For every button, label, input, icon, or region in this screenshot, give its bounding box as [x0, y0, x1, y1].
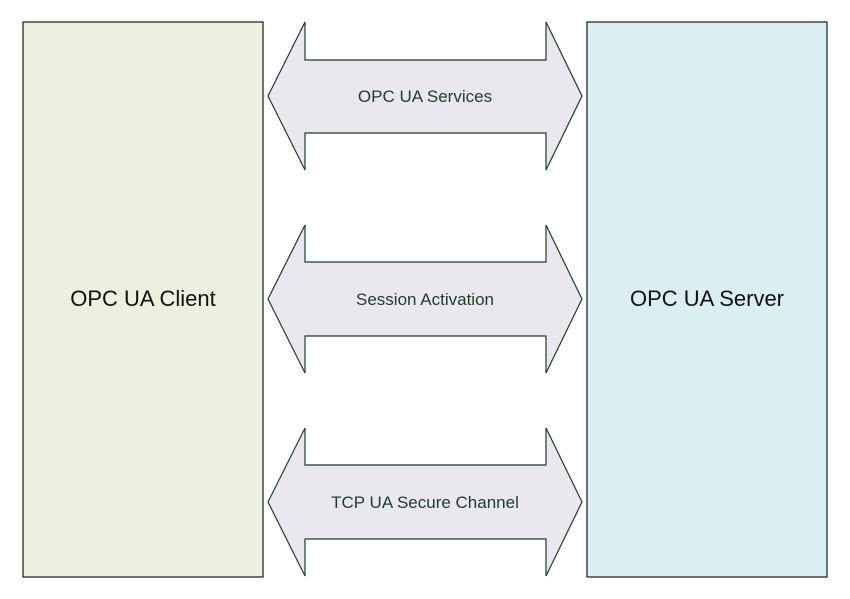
- server-box-rect: [586, 21, 828, 578]
- arrow-label-tcp-ua-secure-channel: TCP UA Secure Channel: [331, 493, 519, 512]
- server-box: OPC UA Server: [586, 21, 828, 578]
- arrow-label-session-activation: Session Activation: [356, 290, 494, 309]
- arrow-label-opc-ua-services: OPC UA Services: [358, 87, 492, 106]
- double-arrow-shape: [267, 21, 583, 171]
- client-box-rect: [22, 21, 264, 578]
- client-box-label: OPC UA Client: [70, 286, 216, 311]
- arrow-opc-ua-services: OPC UA Services: [267, 21, 583, 171]
- double-arrow-shape: [267, 427, 583, 577]
- client-box: OPC UA Client: [22, 21, 264, 578]
- arrow-tcp-ua-secure-channel: TCP UA Secure Channel: [267, 427, 583, 577]
- double-arrow-shape: [267, 224, 583, 374]
- arrow-session-activation: Session Activation: [267, 224, 583, 374]
- server-box-label: OPC UA Server: [630, 286, 784, 311]
